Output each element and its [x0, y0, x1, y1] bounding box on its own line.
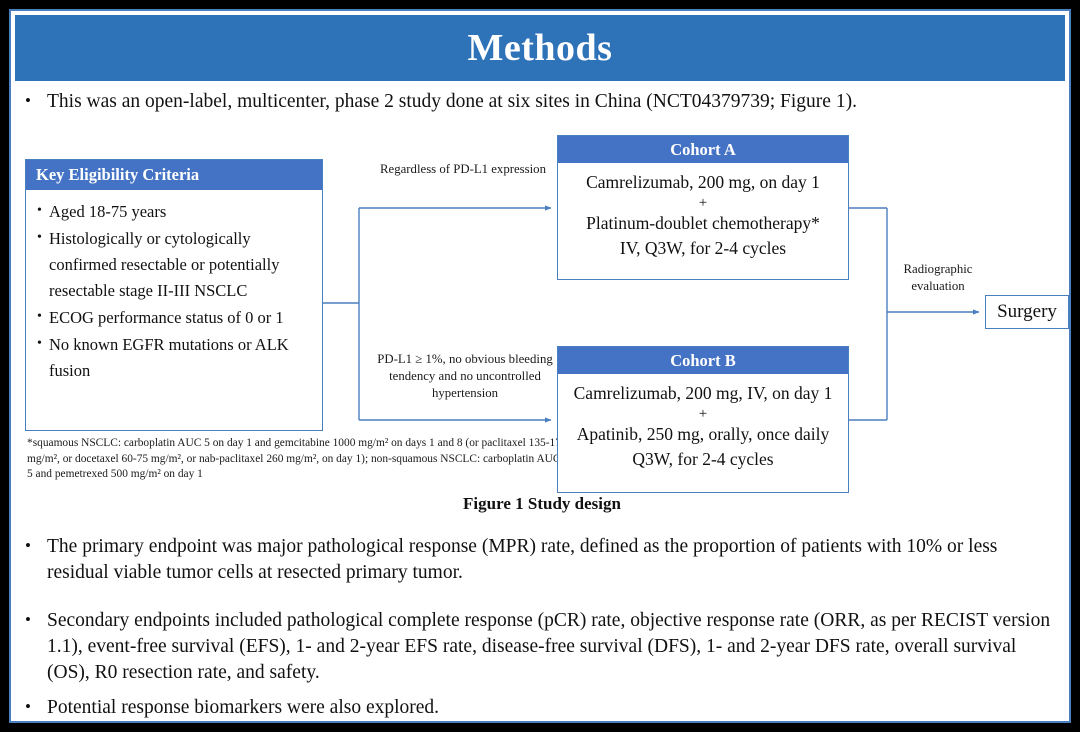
cohort-b-line: +	[698, 405, 708, 422]
eligibility-item-text: Histologically or cytologically confirme…	[49, 229, 280, 301]
cohort-a-header: Cohort A	[558, 136, 848, 163]
biomarker-bullet: • Potential response biomarkers were als…	[25, 695, 825, 721]
eligibility-item-text: Aged 18-75 years	[49, 202, 167, 221]
secondary-endpoint-text: Secondary endpoints included pathologica…	[47, 610, 1051, 683]
arrow-label-regardless-pdl1: Regardless of PD-L1 expression	[380, 162, 546, 176]
cohort-a-line: +	[698, 194, 708, 211]
cohort-b-box: Cohort B Camrelizumab, 200 mg, IV, on da…	[557, 346, 849, 493]
page-title: Methods	[467, 27, 613, 69]
cohort-a-line: IV, Q3W, for 2-4 cycles	[619, 238, 787, 259]
intro-bullet: • This was an open-label, multicenter, p…	[25, 89, 1055, 115]
list-item: • Histologically or cytologically confir…	[30, 226, 314, 304]
cohort-b-line: Apatinib, 250 mg, orally, once daily	[576, 424, 830, 445]
surgery-box: Surgery	[985, 295, 1069, 329]
cohort-b-header: Cohort B	[558, 347, 848, 374]
slide-title-banner: Methods	[15, 15, 1065, 81]
eligibility-box-title: Key Eligibility Criteria	[36, 165, 200, 184]
cohort-b-title: Cohort B	[670, 350, 736, 370]
primary-endpoint-text: The primary endpoint was major pathologi…	[47, 536, 998, 583]
list-item: • Aged 18-75 years	[30, 199, 314, 225]
bullet-marker: •	[25, 536, 31, 555]
slide-canvas: Methods • This was an open-label, multic…	[9, 9, 1071, 723]
cohort-a-box: Cohort A Camrelizumab, 200 mg, on day 1 …	[557, 135, 849, 280]
eligibility-criteria-list: • Aged 18-75 years • Histologically or c…	[26, 190, 322, 384]
figure-caption: Figure 1 Study design	[463, 494, 621, 513]
biomarker-text: Potential response biomarkers were also …	[47, 697, 440, 718]
arrow-label-pdl1-criteria: PD-L1 ≥ 1%, no obvious bleeding tendency…	[377, 352, 553, 400]
bullet-marker: •	[25, 91, 31, 110]
bullet-marker: •	[37, 203, 42, 218]
bullet-marker: •	[37, 230, 42, 246]
bullet-marker: •	[25, 697, 31, 716]
study-design-figure: Key Eligibility Criteria • Aged 18-75 ye…	[11, 123, 1069, 513]
eligibility-criteria-box: Key Eligibility Criteria • Aged 18-75 ye…	[25, 159, 323, 431]
arrow-label-radiographic-evaluation: Radiographic evaluation	[903, 262, 973, 293]
eligibility-item-text: No known EGFR mutations or ALK fusion	[49, 335, 289, 381]
bullet-marker: •	[37, 336, 42, 352]
bullet-marker: •	[37, 309, 42, 325]
bullet-marker: •	[25, 610, 31, 629]
cohort-a-body: Camrelizumab, 200 mg, on day 1 + Platinu…	[558, 163, 848, 267]
cohort-a-line: Camrelizumab, 200 mg, on day 1	[586, 172, 820, 192]
cohort-b-line: Camrelizumab, 200 mg, IV, on day 1	[573, 383, 833, 403]
eligibility-box-header: Key Eligibility Criteria	[26, 160, 322, 190]
cohort-a-line: Platinum-doublet chemotherapy*	[586, 213, 820, 234]
list-item: • ECOG performance status of 0 or 1	[30, 305, 314, 331]
secondary-endpoint-bullet: • Secondary endpoints included pathologi…	[25, 608, 1061, 686]
eligibility-item-text: ECOG performance status of 0 or 1	[49, 308, 284, 328]
primary-endpoint-bullet: • The primary endpoint was major patholo…	[25, 534, 1061, 586]
cohort-a-title: Cohort A	[670, 139, 736, 159]
chemotherapy-footnote: *squamous NSCLC: carboplatin AUC 5 on da…	[27, 437, 567, 481]
cohort-b-line: Q3W, for 2-4 cycles	[632, 449, 774, 470]
list-item: • No known EGFR mutations or ALK fusion	[30, 332, 314, 384]
cohort-b-body: Camrelizumab, 200 mg, IV, on day 1 + Apa…	[558, 374, 848, 478]
intro-bullet-text: This was an open-label, multicenter, pha…	[47, 91, 857, 112]
